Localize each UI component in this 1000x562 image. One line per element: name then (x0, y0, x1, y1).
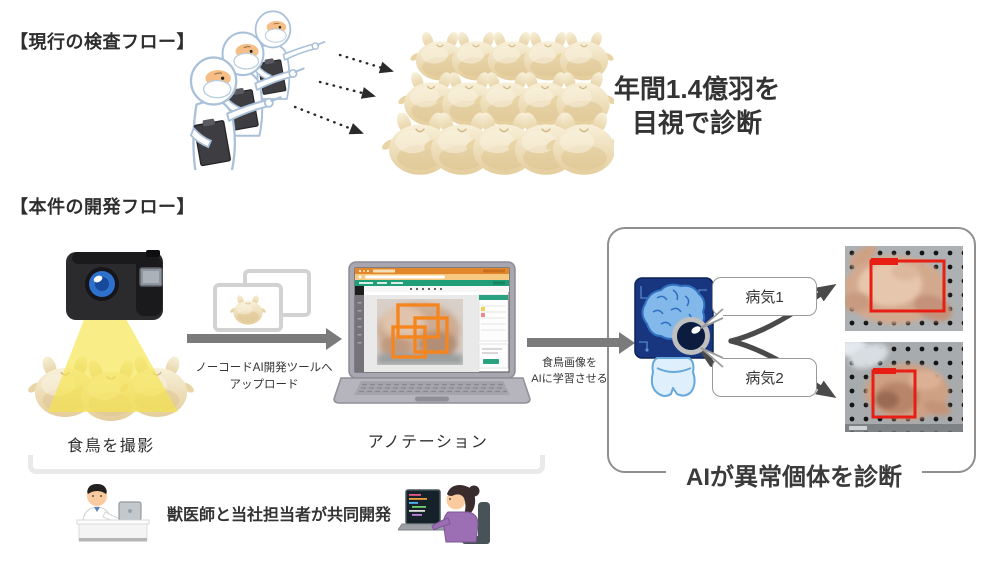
action-camera-illustration (28, 250, 197, 422)
annual-volume-line1: 年間1.4億羽を (613, 74, 781, 104)
upload-arrow (187, 334, 326, 343)
upload-caption-line2: アップロード (229, 378, 299, 391)
annotation-photo (377, 299, 463, 365)
learn-caption-line2: AIに学習させる (531, 372, 608, 385)
annual-volume-line2: 目視で診断 (631, 108, 762, 139)
light-cone (48, 294, 178, 412)
poultry-grid-illustration (379, 29, 614, 176)
upload-caption-line1: ノーコードAI開発ツールへ (195, 362, 333, 374)
laptop-annotation-illustration (333, 261, 531, 404)
dev-flow-title: 【本件の開発フロー】 (10, 197, 195, 217)
grouping-bracket (28, 455, 545, 474)
annotation-boxes (391, 303, 449, 359)
dotted-arrows-icon (293, 53, 394, 135)
detection-box (869, 259, 946, 313)
annotation-step-label: アノテーション (367, 434, 489, 451)
ai-result-caption: AIが異常個体を診断 (666, 455, 922, 494)
disease1-bubble-tail (700, 308, 724, 329)
detection-photo-1 (845, 246, 963, 331)
disease2-bubble: 病気2 (712, 358, 817, 397)
detection-box (871, 369, 917, 419)
detection-photo-2 (845, 342, 963, 432)
photo-stack-icon (213, 269, 311, 332)
upload-caption: ノーコードAI開発ツールへ アップロード (188, 360, 340, 393)
learn-arrow (527, 338, 619, 347)
annual-volume-caption: 年間1.4億羽を 目視で診断 (589, 72, 805, 141)
disease2-bubble-tail (700, 347, 724, 368)
disease2-label: 病気2 (745, 370, 784, 387)
engineer-illustration (398, 485, 490, 544)
ai-brain-magnifier-illustration (634, 277, 715, 397)
veterinarian-illustration (76, 484, 150, 542)
learn-caption: 食鳥画像を AIに学習させる (522, 356, 617, 388)
current-flow-title: 【現行の検査フロー】 (10, 32, 195, 52)
capture-step-label: 食鳥を撮影 (67, 438, 155, 455)
collab-caption: 獣医師と当社担当者が共同開発 (166, 507, 391, 524)
disease1-bubble: 病気1 (712, 277, 817, 316)
learn-caption-line1: 食鳥画像を (542, 357, 597, 369)
disease1-label: 病気1 (745, 289, 784, 306)
camera-body (66, 250, 163, 320)
